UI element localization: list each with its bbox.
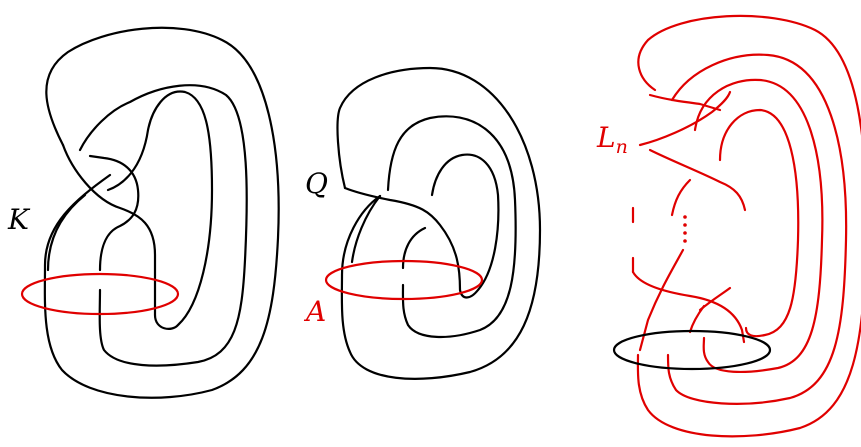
knot-k-strand-middle	[46, 193, 87, 272]
knot-q-strand-arch	[401, 226, 427, 270]
link-ellipsis-dots	[683, 215, 687, 243]
link-outer-strand	[636, 14, 861, 438]
link-label-main: L	[597, 121, 616, 154]
knot-k-label: K	[8, 203, 29, 236]
link-inner-strand	[718, 108, 800, 338]
knot-k-strand-inner	[78, 84, 248, 367]
knot-q	[324, 66, 542, 380]
link-braid-cross-2	[648, 93, 722, 112]
link-braid-cross-6	[638, 248, 685, 352]
link-braid-cross-3	[648, 148, 747, 212]
link-second-strand	[666, 53, 848, 405]
knot-k-ring	[20, 272, 180, 316]
link-braid-cross-4	[670, 178, 692, 217]
knot-k-outer-strand	[43, 26, 280, 399]
link-ring	[612, 329, 772, 371]
ellipsis-dot	[683, 223, 687, 227]
knot-q-strand-inner	[386, 115, 517, 338]
knot-q-strand-left	[350, 194, 382, 264]
knot-q-outer-strand	[336, 66, 542, 380]
ellipsis-dot	[683, 231, 687, 235]
link-label: Ln	[597, 124, 628, 157]
link-ln	[612, 14, 861, 438]
link-braid-cross-5	[631, 270, 746, 344]
link-third-strand	[693, 78, 824, 374]
knot-q-ring	[324, 259, 484, 301]
knot-q-ring-label: A	[306, 295, 327, 328]
ellipsis-dot	[683, 215, 687, 219]
ellipsis-dot	[683, 239, 687, 243]
knot-k	[20, 26, 280, 399]
link-label-subscript: n	[615, 136, 628, 158]
knot-k-strand-arch	[88, 154, 140, 272]
link-braid-cross-8	[688, 304, 706, 334]
knot-k-strand-upper	[61, 90, 214, 330]
knot-q-strand-upper	[343, 153, 500, 299]
link-braid-cross-1	[638, 90, 732, 147]
knot-q-label: Q	[305, 167, 328, 200]
